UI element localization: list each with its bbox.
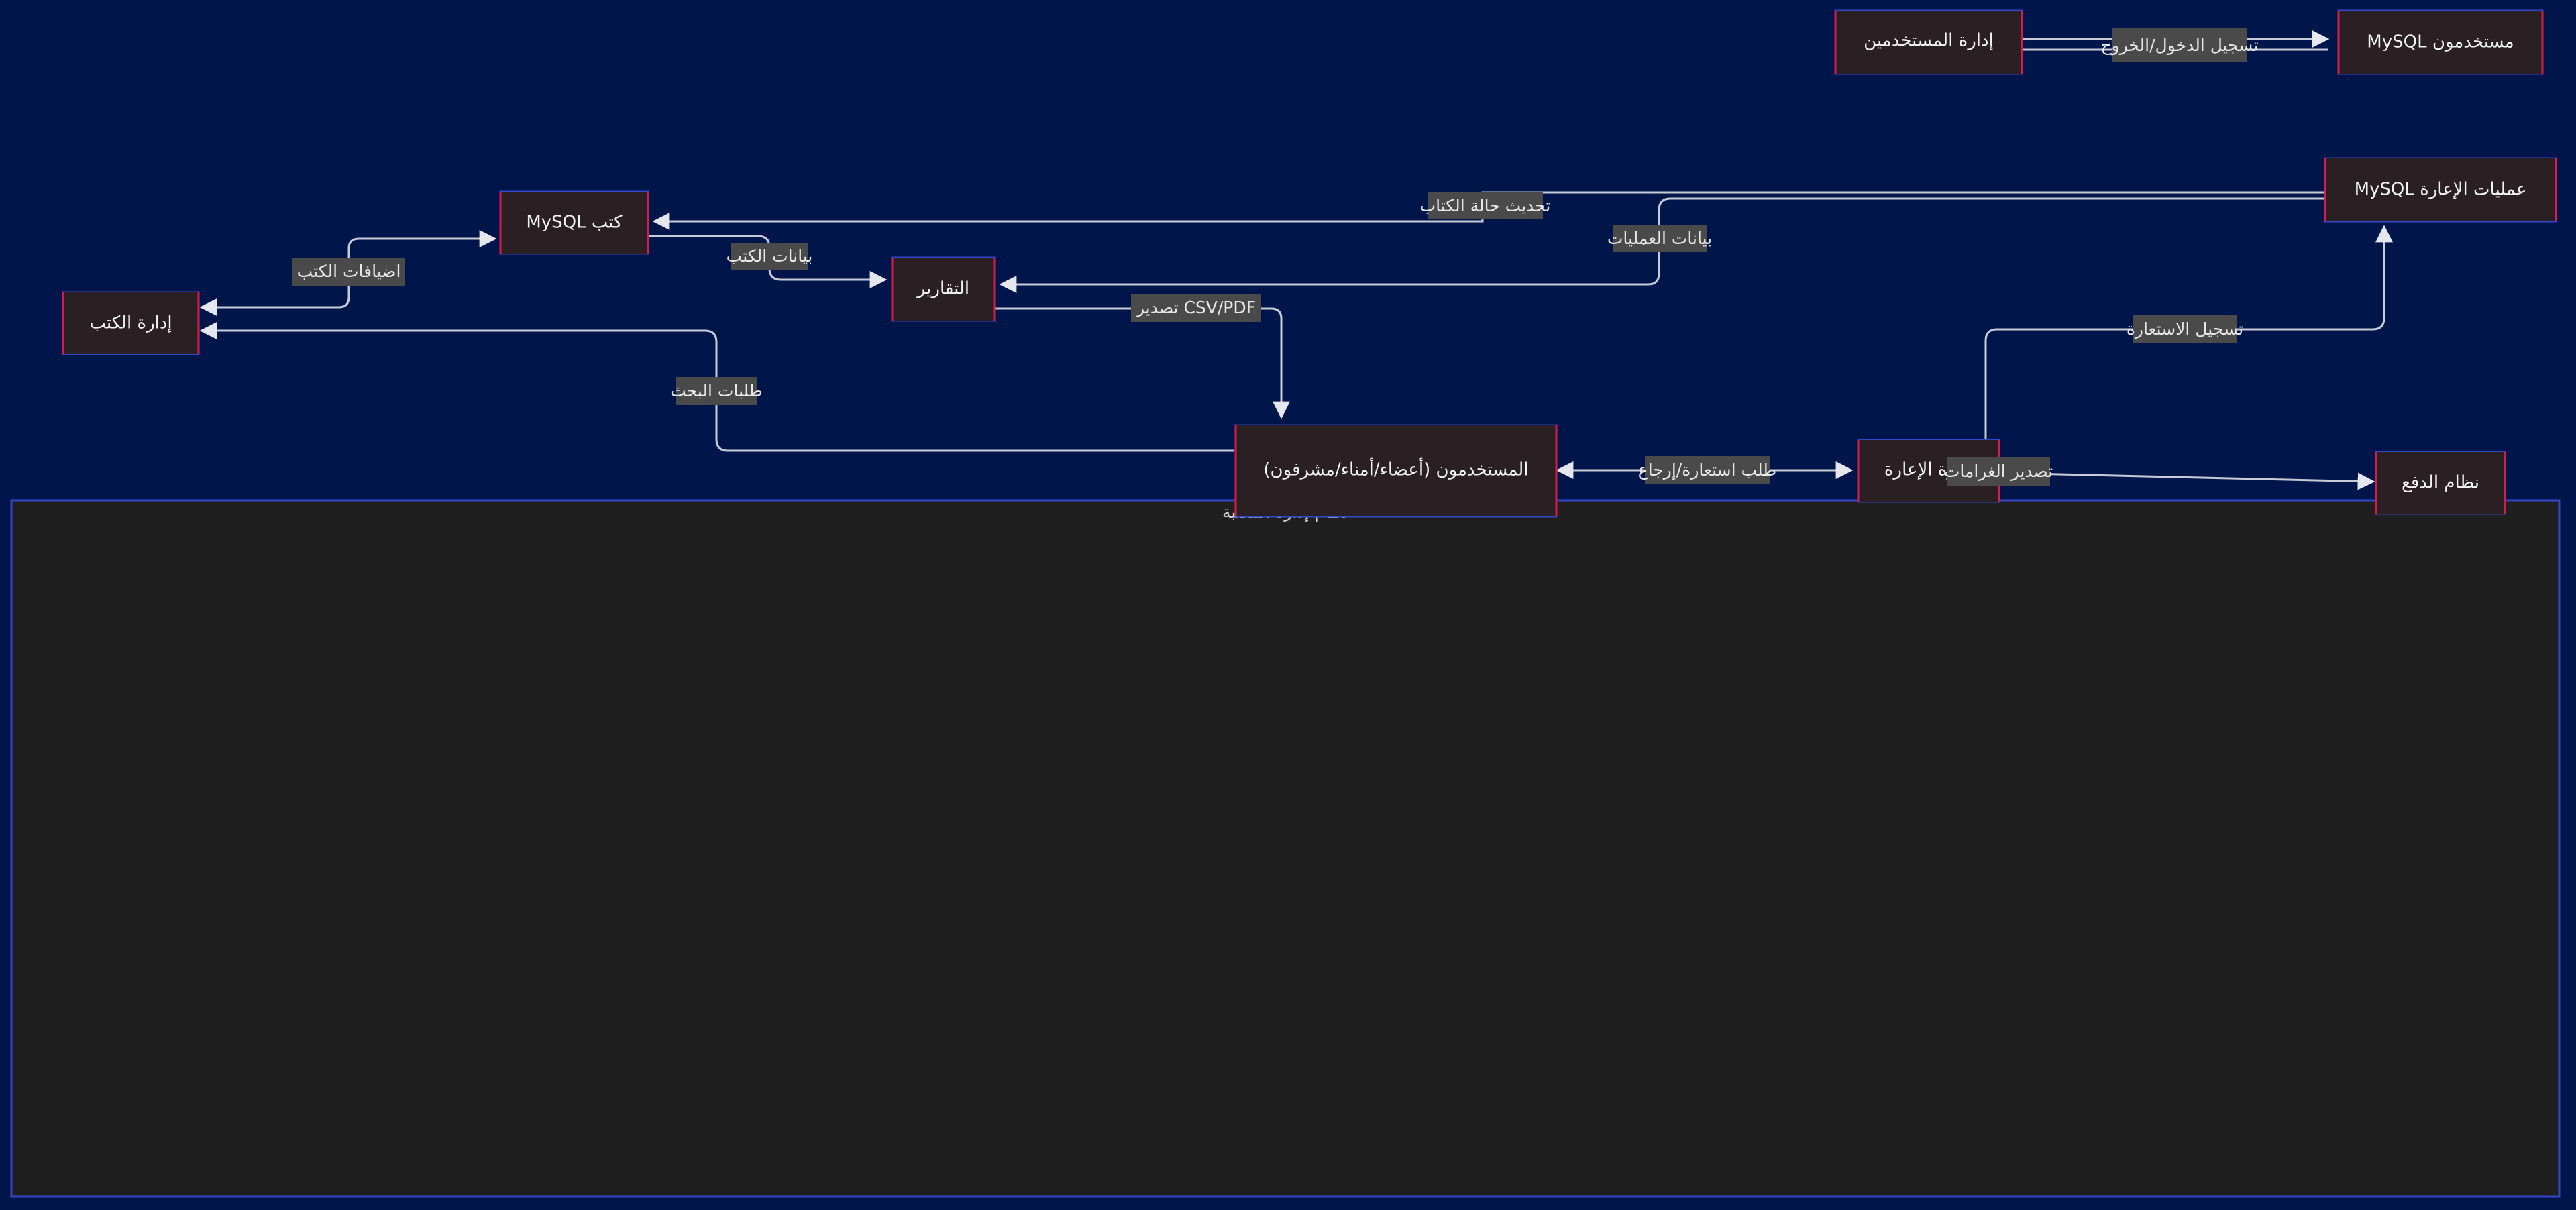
library-system-cluster: نظام إدارة المكتبة [10,499,2561,1198]
edge-label-text: تسجيل الدخول/الخروج [2100,36,2258,56]
node-loans-management[interactable]: إدارة الإعارة [1857,439,2000,503]
edge-label-text: طلبات البحث [670,381,763,400]
node-box-accent [1234,424,1558,518]
edge-label-text: اضيافات الكتب [297,262,401,281]
node-label: إدارة الكتب [89,313,172,333]
edge-label-text: تسجيل الاستعارة [2127,319,2243,339]
edge-label-text: تصدير CSV/PDF [1135,298,1256,317]
node-box-accent [499,190,649,255]
node-reports[interactable]: التقارير [891,256,996,322]
node-payment-system[interactable]: نظام الدفع [2375,451,2506,515]
edge-label-bg [2133,315,2237,343]
edge-label-bg [1613,225,1707,252]
edge-label-bg [1645,456,1770,484]
edge-label-text: طلب استعارة/إرجاع [1638,460,1776,480]
node-label: نظام الدفع [2402,473,2479,493]
node-box-accent [2324,157,2557,223]
node-label: MySQL مستخدمون [2367,32,2514,52]
node-box-accent [2375,451,2506,515]
node-box-accent [62,291,200,355]
edge-label-transactions-data: بيانات العمليات [1607,225,1712,252]
cluster-box [10,499,2561,1198]
edge-label-bg [1947,457,2050,486]
edge-label-books-data: بيانات الكتب [727,243,813,270]
edge-label-login-logout: تسجيل الدخول/الخروج [2100,28,2259,62]
edge-label-bg [292,258,405,286]
edge-label-bg [2112,28,2247,62]
edge-label-text: بيانات الكتب [727,246,813,266]
node-books-management[interactable]: إدارة الكتب [62,291,200,355]
node-label: MySQL كتب [526,213,623,233]
edge-label-export-fines: تصدير الغرامات [1944,457,2053,486]
node-label: التقارير [916,279,969,299]
edge-export-fines [2000,472,2375,490]
node-box-accent [1834,9,2023,75]
edge-label-book-additions: اضيافات الكتب [292,258,405,286]
edge-label-bg [676,377,757,405]
edge-label-export-csv-pdf: تصدير CSV/PDF [1131,294,1261,322]
edge-label-update-book-status: تحديث حالة الكتاب [1420,192,1551,219]
edge-export-csv-pdf [994,307,1290,419]
node-label: المستخدمون (أعضاء/أمناء/مشرفون) [1263,457,1528,480]
node-mysql-users[interactable]: MySQL مستخدمون [2337,9,2544,75]
node-label: إدارة المستخدمين [1864,31,1994,51]
edge-label-bg [1131,294,1261,322]
node-label: MySQL عمليات الإعارة [2355,180,2527,200]
edges [199,30,2393,490]
edge-label-record-borrow: تسجيل الاستعارة [2127,315,2243,343]
node-users-management[interactable]: إدارة المستخدمين [1834,9,2023,75]
node-box-accent [2337,9,2544,75]
node-mysql-books[interactable]: MySQL كتب [499,190,649,255]
node-box-accent [891,256,996,322]
edge-label-search-requests: طلبات البحث [670,377,763,405]
edge-label-text: بيانات العمليات [1607,229,1712,248]
node-users[interactable]: المستخدمون (أعضاء/أمناء/مشرفون) [1234,424,1558,518]
edge-label-borrow-return: طلب استعارة/إرجاع [1638,456,1776,484]
edge-label-text: تحديث حالة الكتاب [1420,196,1551,215]
edge-label-text: تصدير الغرامات [1944,461,2053,481]
edge-label-bg [731,243,808,270]
node-mysql-loans[interactable]: MySQL عمليات الإعارة [2324,157,2557,223]
edge-label-bg [1428,192,1543,219]
